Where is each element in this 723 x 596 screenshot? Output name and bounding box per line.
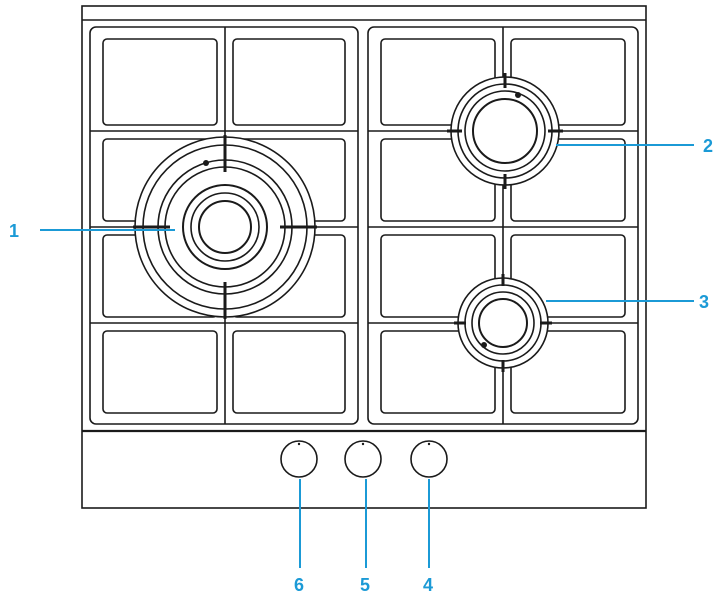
- lower-right-burner-cap: [478, 298, 528, 348]
- cooktop-outer-frame: [81, 5, 647, 509]
- large-burner-crown: [182, 184, 268, 270]
- knob-indicator: [427, 442, 431, 446]
- grate-left-frame: [89, 26, 359, 425]
- grate-right-cell-8: [510, 330, 626, 414]
- large-burner-cap: [198, 200, 252, 254]
- grate-right-cell-6: [510, 234, 626, 318]
- grate-right: [367, 26, 639, 425]
- large-burner-igniter: [203, 160, 209, 166]
- upper-right-burner-cap: [472, 98, 538, 164]
- callout-number-3: 3: [699, 292, 709, 312]
- callout-number-1: 1: [9, 221, 19, 241]
- callout-number-4: 4: [423, 575, 433, 595]
- callout-number-2: 2: [703, 136, 713, 156]
- lower-right-burner-ring: [471, 291, 535, 355]
- callout-number-6: 6: [294, 575, 304, 595]
- upper-right-burner-ring: [464, 90, 546, 172]
- grate-left-cell-7: [102, 330, 218, 414]
- upper-right-burner: [447, 73, 563, 189]
- callout-numbers: 1 2 3 4 5 6: [9, 136, 713, 595]
- grate-left-cell-1: [102, 38, 218, 126]
- knob-indicator: [361, 442, 365, 446]
- large-burner-crown-inner: [190, 192, 260, 262]
- cooktop-body: [81, 5, 647, 509]
- large-burner-grate-arms: [133, 135, 317, 319]
- callouts: [40, 144, 694, 568]
- grate-left-cell-8: [232, 330, 346, 414]
- lower-right-burner: [454, 274, 552, 372]
- control-knobs: [280, 440, 448, 478]
- grate-right-cell-5: [380, 234, 496, 318]
- grate-left-cell-2: [232, 38, 346, 126]
- upper-right-burner-grate-arms: [447, 73, 563, 189]
- upper-right-burner-igniter: [515, 92, 521, 98]
- knob-indicator: [297, 442, 301, 446]
- lower-right-burner-igniter: [481, 342, 487, 348]
- lower-right-burner-grate-arms: [454, 274, 552, 372]
- grate-right-cell-7: [380, 330, 496, 414]
- middle-knob[interactable]: [344, 440, 382, 478]
- left-knob[interactable]: [280, 440, 318, 478]
- callout-number-5: 5: [360, 575, 370, 595]
- large-burner: [133, 135, 317, 319]
- right-knob[interactable]: [410, 440, 448, 478]
